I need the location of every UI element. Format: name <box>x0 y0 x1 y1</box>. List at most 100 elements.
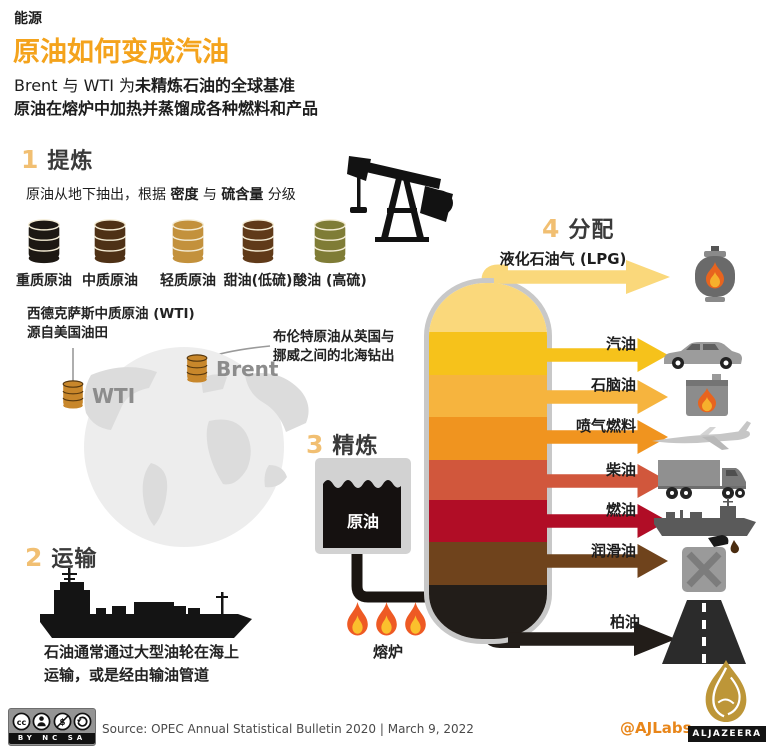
label-naphtha: 石脑油 <box>590 376 636 394</box>
label-lpg: 液化石油气 (LPG) <box>499 250 627 268</box>
extract-description: 原油从地下抽出，根据 密度 与 硫含量 分级 <box>26 184 296 204</box>
kicker: 能源 <box>14 11 42 27</box>
subtitle-line2: 原油在熔炉中加热并蒸馏成各种燃料和产品 <box>14 99 319 118</box>
crude-grade-sweet: 甜油(低硫) <box>212 218 304 290</box>
lpg-cylinder-icon <box>695 246 735 302</box>
label-lube: 润滑油 <box>590 542 636 560</box>
barrel-icon <box>64 218 156 266</box>
section-refine-title: 精炼 <box>332 434 379 459</box>
grade-label: 甜油(低硫) <box>223 273 293 289</box>
flame-icon <box>376 602 397 636</box>
cc-nc-icon: $ <box>53 712 72 730</box>
label-jetfuel: 喷气燃料 <box>575 417 636 435</box>
column-layer-lube <box>429 542 547 585</box>
wti-description: 西德克萨斯中质原油 (WTI) 源自美国油田 <box>27 305 195 343</box>
brent-desc-line1: 布伦特原油从英国与 <box>273 329 395 345</box>
column-layer-diesel <box>429 460 547 500</box>
label-asphalt: 柏油 <box>609 613 640 631</box>
label-fueloil: 燃油 <box>605 501 636 519</box>
crude-oil-liquid <box>323 480 401 548</box>
grade-label: 重质原油 <box>16 273 72 289</box>
extract-desc-mid: 与 <box>198 187 222 203</box>
wti-label: WTI <box>92 384 136 408</box>
brent-description: 布伦特原油从英国与 挪威之间的北海钻出 <box>273 328 395 366</box>
section-extract-title: 提炼 <box>47 149 94 174</box>
column-layer-gasoline <box>429 332 547 375</box>
ajlabs-handle: @AJLabs <box>620 719 692 737</box>
distillation-column <box>424 278 552 644</box>
transport-desc-line1: 石油通常通过大型油轮在海上 <box>44 643 240 661</box>
barrel-icon <box>284 218 376 266</box>
svg-text:$: $ <box>59 717 65 727</box>
tanker-ship-icon <box>654 498 756 536</box>
section-distribute-title: 分配 <box>568 218 615 243</box>
extract-desc-density: 密度 <box>170 187 199 203</box>
section-transport-title: 运输 <box>51 547 98 572</box>
cc-by-person-icon <box>32 712 51 730</box>
column-layer-lpg <box>429 283 547 332</box>
naphtha-can-icon <box>686 374 728 416</box>
barrel-icon <box>212 218 304 266</box>
svg-text:cc: cc <box>16 717 26 726</box>
road-icon <box>662 600 746 664</box>
cc-license-band: BY NC SA <box>9 733 95 744</box>
grade-label: 中质原油 <box>82 273 138 289</box>
brent-label: Brent <box>216 357 279 381</box>
transport-description: 石油通常通过大型油轮在海上 运输，或是经由输油管道 <box>44 641 239 687</box>
wti-barrel-icon <box>61 380 85 414</box>
brent-barrel-icon <box>185 354 209 388</box>
truck-icon <box>658 460 746 499</box>
cc-sa-icon <box>73 712 92 730</box>
cc-icon: cc <box>12 712 31 730</box>
brent-desc-line2: 挪威之间的北海钻出 <box>273 348 395 364</box>
aljazeera-calligraphy-logo <box>705 659 747 723</box>
crude-grade-heavy: 重质原油 <box>0 218 90 290</box>
label-diesel: 柴油 <box>605 461 636 479</box>
subtitle1-normal: Brent 与 WTI 为 <box>14 76 136 95</box>
flame-icon <box>405 602 426 636</box>
world-map <box>84 347 309 547</box>
flame-icon <box>347 602 368 636</box>
column-layer-fueloil <box>429 500 547 542</box>
source-line: Source: OPEC Annual Statistical Bulletin… <box>102 722 474 736</box>
column-layer-jetfuel <box>429 417 547 460</box>
grade-label: 酸油 (高硫) <box>293 273 367 289</box>
furnace-pipe <box>351 546 458 603</box>
oil-tanker-silhouette <box>40 568 252 638</box>
furnace-label: 熔炉 <box>372 643 403 661</box>
cc-icons-row: cc $ <box>9 709 95 733</box>
section-refine-heading: 3 精炼 <box>306 428 378 460</box>
crude-grade-light: 轻质原油 <box>142 218 234 290</box>
crude-grade-medium: 中质原油 <box>64 218 156 290</box>
furnace-flames <box>345 602 428 637</box>
column-layer-naphtha <box>429 375 547 417</box>
label-gasoline: 汽油 <box>605 335 636 353</box>
subtitle1-bold: 未精炼石油的全球基准 <box>135 76 296 95</box>
barrel-icon <box>0 218 90 266</box>
wti-desc-line2: 源自美国油田 <box>27 325 108 341</box>
tank-label: 原油 <box>346 512 379 531</box>
car-icon <box>664 342 742 369</box>
transport-desc-line2: 运输，或是经由输油管道 <box>44 666 210 684</box>
section-extract-heading: 1 提炼 <box>21 143 93 175</box>
section-distribute-heading: 4 分配 <box>542 212 614 244</box>
cc-license-badge: cc $ BY NC SA <box>8 708 96 746</box>
wti-desc-line1: 西德克萨斯中质原油 (WTI) <box>27 306 195 322</box>
page-title: 原油如何变成汽油 <box>13 37 229 68</box>
airplane-icon <box>652 421 751 450</box>
section-distribute-number: 4 <box>542 214 561 243</box>
section-transport-heading: 2 运输 <box>25 541 97 573</box>
jerry-can-icon <box>682 535 739 592</box>
barrel-icon <box>142 218 234 266</box>
section-transport-number: 2 <box>25 543 44 572</box>
pump-jack-icon <box>347 156 453 242</box>
section-refine-number: 3 <box>306 430 325 459</box>
extract-desc-sulfur: 硫含量 <box>221 187 264 203</box>
section-extract-number: 1 <box>21 145 40 174</box>
extract-desc-pre: 原油从地下抽出，根据 <box>26 187 171 203</box>
crude-grade-sour: 酸油 (高硫) <box>284 218 376 290</box>
aljazeera-wordmark: ALJAZEERA <box>688 726 766 742</box>
grade-label: 轻质原油 <box>160 273 216 289</box>
extract-desc-post: 分级 <box>263 187 296 203</box>
